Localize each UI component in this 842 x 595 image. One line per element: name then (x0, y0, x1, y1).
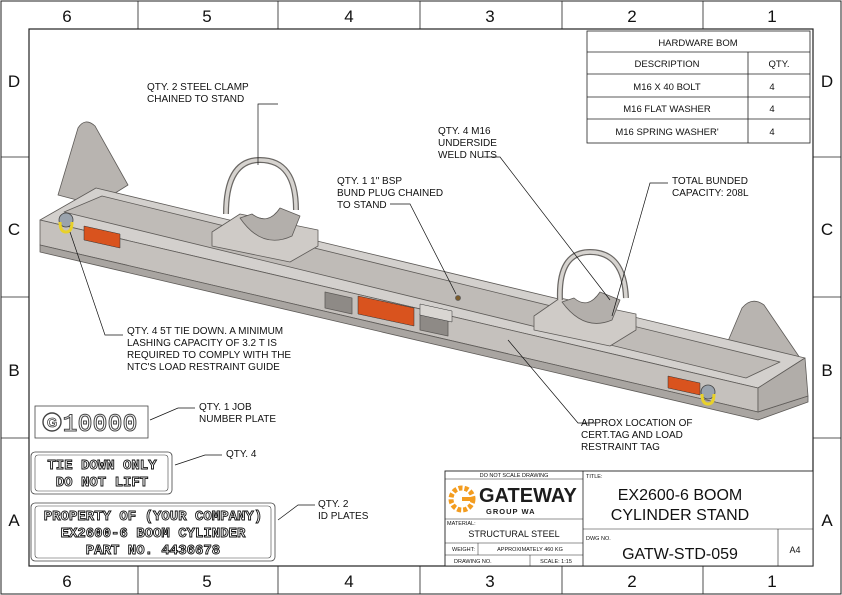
row-label-right-d: D (821, 72, 833, 91)
callout-cert-tag: APPROX LOCATION OF CERT.TAG AND LOAD RES… (581, 418, 695, 453)
hardware-bom-table: HARDWARE BOM DESCRIPTION QTY. M16 X 40 B… (586, 30, 811, 144)
callout-steel-clamp: QTY. 2 STEEL CLAMP CHAINED TO STAND (147, 82, 251, 105)
tie-down-decal-left (83, 225, 121, 249)
bom-row-qty: 4 (769, 82, 774, 93)
tie-down-right (700, 384, 716, 406)
steel-clamp-1-highlight (224, 158, 298, 215)
left-end-plate (57, 121, 129, 206)
bom-header-description: DESCRIPTION (635, 59, 700, 70)
beam-right-end (757, 357, 809, 413)
col-label-bottom-1: 1 (767, 572, 776, 591)
do-not-scale-note: DO NOT SCALE DRAWING (480, 473, 549, 479)
steel-clamp-2-highlight (558, 250, 628, 301)
id-plate: PROPERTY OF (YOUR COMPANY) EX2600-6 BOOM… (30, 502, 276, 562)
bom-row-qty: 4 (769, 127, 774, 138)
tie-down-plate: TIE DOWN ONLY DO NOT LIFT (30, 451, 173, 495)
drawing-number: GATW-STD-059 (622, 546, 738, 563)
gateway-logo: GATEWAY GROUP WA (448, 485, 577, 516)
title-label: TITLE: (586, 474, 603, 480)
id-plate-decal (357, 295, 415, 327)
id-plate-line-3: PART NO. 4436678 (86, 543, 220, 559)
saddle-2-cradle (561, 291, 621, 324)
row-label-left-d: D (8, 72, 20, 91)
row-label-right-b: B (821, 361, 832, 380)
sheet-size: A4 (789, 545, 800, 555)
bom-row-desc: M16 FLAT WASHER (623, 104, 711, 115)
callout-weld-nuts: QTY. 4 M16 UNDERSIDE WELD NUTS (438, 126, 500, 161)
boom-cylinder-stand (39, 121, 809, 421)
drawing-no-label: DRAWING NO. (454, 559, 492, 565)
bom-header-qty: QTY. (769, 59, 790, 70)
col-label-top-3: 3 (485, 7, 494, 26)
callout-tie-down-plate: QTY. 4 (226, 449, 257, 460)
callout-bund-plug: QTY. 1 1" BSP BUND PLUG CHAINED TO STAND (337, 176, 446, 211)
weight-value: APPROXIMATELY 460 KG (497, 547, 563, 553)
material-label: MATERIAL: (447, 521, 476, 527)
job-plate-logo: G (47, 415, 57, 430)
logo-wordmark: GATEWAY (479, 485, 577, 507)
scale-value: SCALE: 1:15 (540, 559, 572, 565)
col-label-bottom-5: 5 (202, 572, 211, 591)
col-label-bottom-6: 6 (62, 572, 71, 591)
bom-title: HARDWARE BOM (658, 38, 737, 49)
beam-cutout (324, 291, 353, 315)
row-label-right-a: A (821, 511, 833, 530)
tie-down-left (58, 212, 74, 234)
row-label-left-c: C (8, 220, 20, 239)
leader-lines (69, 103, 668, 521)
drawing-title-line-2: CYLINDER STAND (611, 507, 749, 524)
callout-id-plates: QTY. 2 ID PLATES (318, 499, 369, 522)
tie-down-plate-line-1: TIE DOWN ONLY (47, 458, 157, 474)
col-label-bottom-3: 3 (485, 572, 494, 591)
row-label-right-c: C (821, 220, 833, 239)
bom-row-desc: M16 SPRING WASHER' (615, 127, 719, 138)
job-plate-decal (419, 303, 453, 323)
weight-label: WEIGHT: (452, 547, 475, 553)
bom-row-qty: 4 (769, 104, 774, 115)
logo-subtitle: GROUP WA (486, 507, 536, 516)
inner-border (28, 28, 814, 567)
callout-tie-down: QTY. 4 5T TIE DOWN. A MINIMUM LASHING CA… (127, 326, 294, 373)
id-plate-line-2: EX2600-6 BOOM CYLINDER (61, 526, 246, 542)
drawing-title-line-1: EX2600-6 BOOM (618, 487, 743, 504)
tie-down-plate-line-2: DO NOT LIFT (56, 475, 148, 491)
callout-job-number-plate: QTY. 1 JOB NUMBER PLATE (199, 402, 276, 425)
col-label-top-2: 2 (627, 7, 636, 26)
col-label-top-5: 5 (202, 7, 211, 26)
row-label-left-b: B (8, 361, 19, 380)
saddle-1-cradle (239, 207, 301, 241)
title-block: DO NOT SCALE DRAWING GATEWAY GROUP WA MA… (444, 470, 814, 567)
row-label-left-a: A (8, 511, 20, 530)
bund-plug (455, 295, 461, 301)
col-label-bottom-2: 2 (627, 572, 636, 591)
id-plate-line-1: PROPERTY OF (YOUR COMPANY) (44, 509, 262, 525)
col-label-bottom-4: 4 (344, 572, 353, 591)
job-number-text: 10000 (62, 410, 137, 439)
col-label-top-6: 6 (62, 7, 71, 26)
col-label-top-4: 4 (344, 7, 353, 26)
callout-bunded-capacity: TOTAL BUNDED CAPACITY: 208L (672, 176, 751, 199)
tie-down-decal-right (667, 375, 701, 396)
dwg-no-label: DWG NO. (586, 536, 611, 542)
bom-row-desc: M16 X 40 BOLT (633, 82, 701, 93)
material-value: STRUCTURAL STEEL (468, 529, 559, 539)
job-number-plate: G 10000 (34, 405, 149, 440)
col-label-top-1: 1 (767, 7, 776, 26)
